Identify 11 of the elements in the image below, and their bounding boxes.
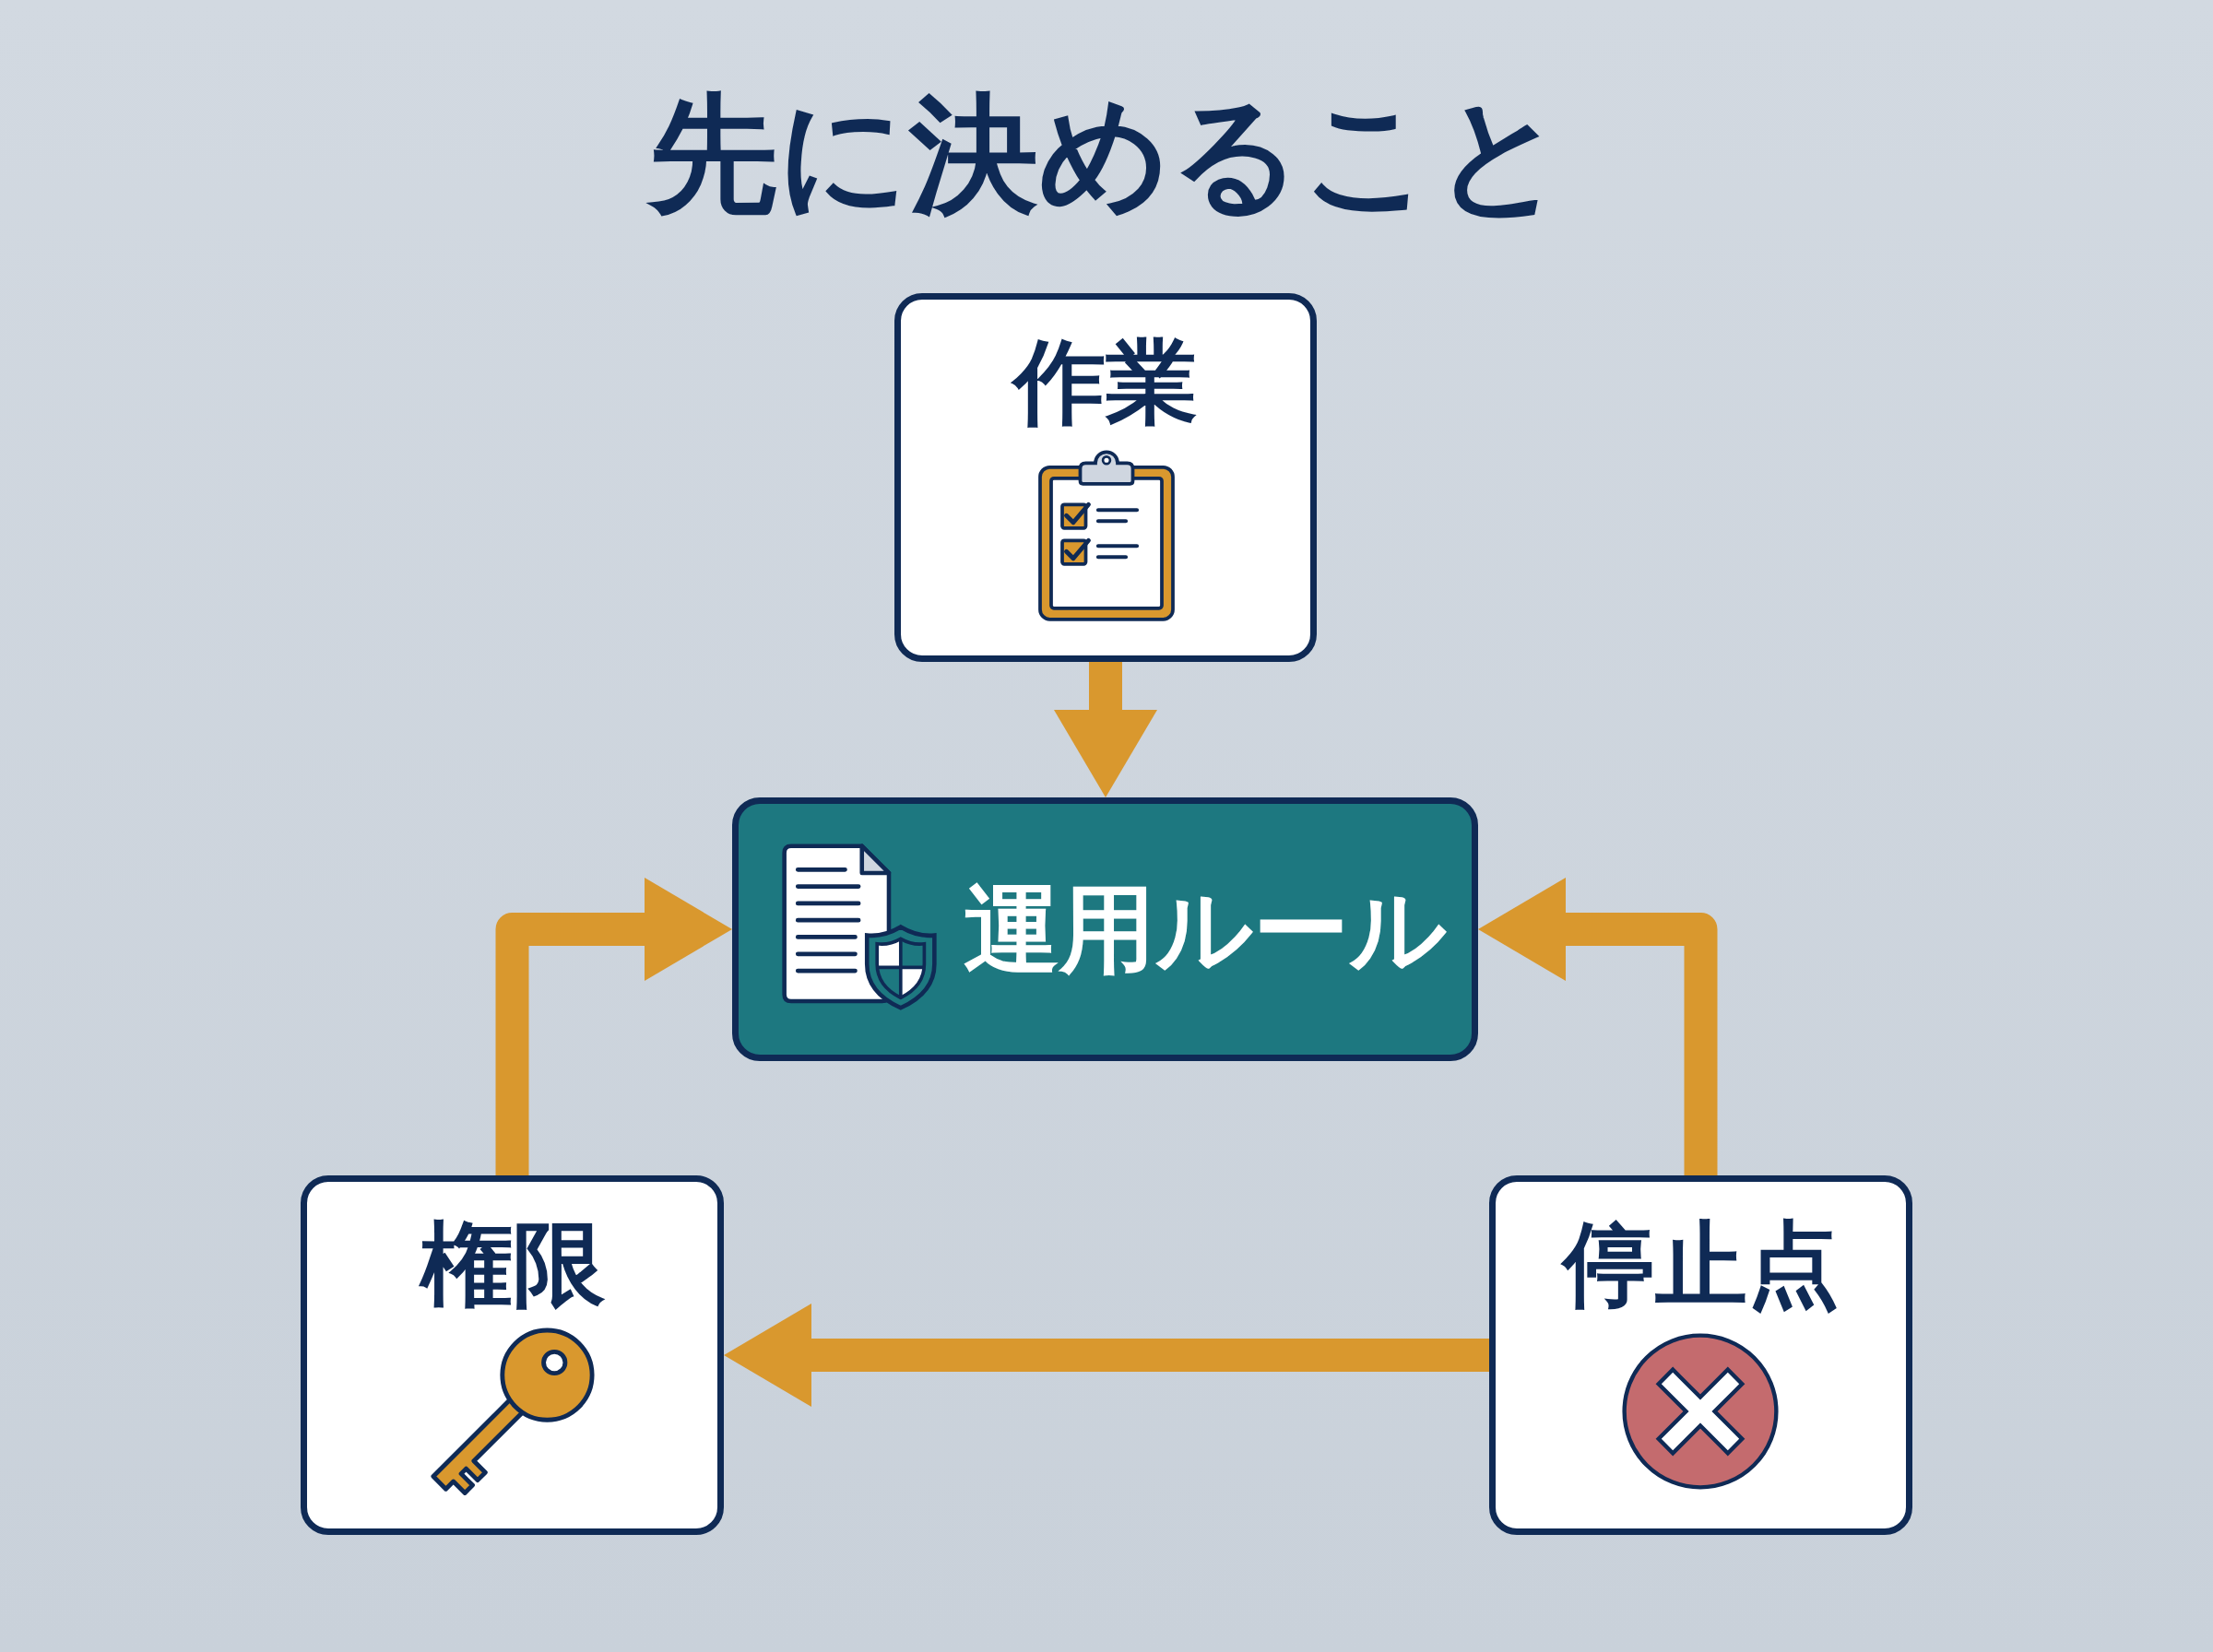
arrow — [1054, 662, 1157, 797]
box-label: 権限 — [420, 1219, 605, 1311]
arrow — [495, 878, 732, 1175]
process-box — [1489, 1175, 1912, 1535]
arrow — [724, 1304, 1489, 1407]
title: 先に決めること — [647, 90, 1566, 219]
box-label: 運用ルール — [964, 881, 1447, 977]
arrow — [1478, 878, 1718, 1175]
process-box — [732, 797, 1478, 1061]
process-box — [301, 1175, 724, 1535]
process-box — [894, 293, 1317, 662]
